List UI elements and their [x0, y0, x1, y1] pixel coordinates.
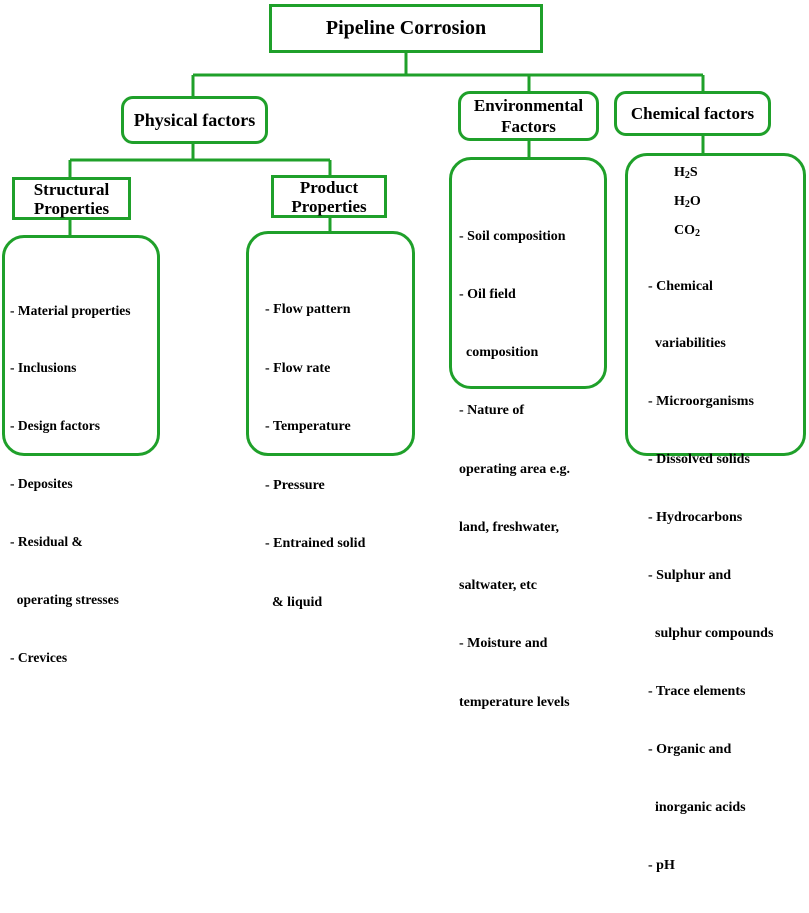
root-label: Pipeline Corrosion — [325, 17, 487, 39]
list-item: temperature levels — [459, 694, 570, 710]
root-node: Pipeline Corrosion — [269, 4, 543, 53]
list-item: - Flow rate — [265, 360, 331, 376]
list-item: - Flow pattern — [265, 302, 351, 317]
list-item: - Dissolved solids — [648, 452, 750, 468]
list-item: - Moisture and — [459, 636, 548, 652]
environmental-factors-list: - Soil composition - Oil field compositi… — [459, 188, 570, 751]
product-properties-list: - Flow pattern - Flow rate - Temperature… — [265, 261, 365, 651]
h2s-formula: H2S — [674, 165, 698, 181]
list-item: - Chemical — [648, 278, 713, 294]
structural-properties-label: Structural Properties — [33, 179, 110, 218]
list-item: - Oil field — [459, 287, 516, 303]
environmental-label-line1: Environmental — [473, 96, 584, 115]
list-item: variabilities — [648, 336, 726, 352]
list-item: - Sulphur and — [648, 568, 732, 584]
h2o-formula: H2O — [674, 194, 701, 210]
list-item: - Microorganisms — [648, 394, 754, 410]
physical-factors-node: Physical factors — [121, 96, 268, 144]
environmental-label-line2: Factors — [501, 117, 556, 136]
chemical-factors-label: Chemical factors — [630, 103, 755, 123]
list-item: - pH — [648, 857, 675, 873]
list-item: land, freshwater, — [459, 519, 559, 535]
environmental-factors-node: Environmental Factors — [458, 91, 599, 141]
product-properties-list-box: - Flow pattern - Flow rate - Temperature… — [246, 231, 415, 610]
environmental-factors-list-box: - Soil composition - Oil field compositi… — [449, 157, 607, 710]
product-properties-node: Product Properties — [271, 175, 387, 218]
list-item: - Nature of — [459, 403, 525, 419]
list-item: & liquid — [265, 594, 323, 610]
list-item: - Soil composition — [459, 228, 566, 244]
list-item: composition — [459, 345, 539, 361]
list-item: - Temperature — [265, 419, 351, 434]
list-item: inorganic acids — [648, 799, 746, 815]
list-item: - Organic and — [648, 741, 732, 757]
chemical-factors-list: - Chemical variabilities - Microorganism… — [648, 238, 773, 913]
chemical-factors-list-box: H2S H2O CO2 - Chemical variabilities - M… — [625, 153, 806, 873]
chemical-formula-list: H2S H2O CO2 — [674, 158, 701, 245]
list-item: - Design factors — [10, 418, 100, 434]
physical-factors-label: Physical factors — [133, 109, 256, 130]
list-item: - Material properties — [10, 302, 131, 318]
structural-properties-list: - Material properties - Inclusions - Des… — [10, 262, 130, 706]
list-item: - Entrained solid — [265, 536, 366, 551]
list-item: - Inclusions — [10, 360, 77, 376]
chemical-factors-node: Chemical factors — [614, 91, 771, 136]
list-item: - Trace elements — [648, 683, 746, 699]
list-item: - Crevices — [10, 649, 68, 665]
connector-lines — [68, 52, 705, 236]
product-properties-label: Product Properties — [291, 177, 367, 216]
list-item: - Hydrocarbons — [648, 510, 743, 526]
list-item: - Residual & — [10, 534, 83, 550]
list-item: operating area e.g. — [459, 461, 570, 477]
list-item: saltwater, etc — [459, 578, 538, 594]
structural-properties-list-box: - Material properties - Inclusions - Des… — [2, 235, 160, 665]
structural-properties-node: Structural Properties — [12, 177, 131, 220]
list-item: operating stresses — [10, 592, 119, 608]
list-item: - Deposites — [10, 476, 73, 492]
co2-formula: CO2 — [674, 223, 700, 239]
list-item: - Pressure — [265, 477, 325, 493]
list-item: sulphur compounds — [648, 625, 774, 641]
